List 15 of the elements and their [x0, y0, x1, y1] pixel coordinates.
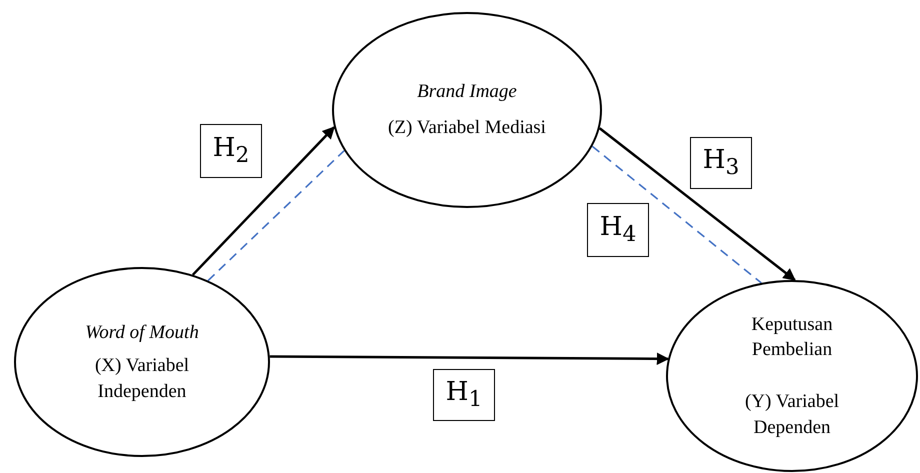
variable-name: Word of Mouth: [85, 320, 199, 345]
hypothesis-box: H$_{3}$: [690, 137, 752, 189]
variable-role: (X) Variabel Independen: [94, 354, 190, 404]
variable-role: (Y) Variabel Dependen: [744, 390, 840, 440]
variable-name: Keputusan Pembelian: [750, 312, 834, 362]
hypothesis-box: H$_{4}$: [587, 203, 649, 257]
arrow: [192, 126, 335, 276]
variable-role: (Z) Variabel Mediasi: [388, 116, 546, 140]
variable-name: Brand Image: [417, 80, 517, 104]
dashed-line: [592, 146, 762, 284]
arrow: [598, 127, 796, 282]
hypothesis-box: H$_{2}$: [200, 124, 262, 178]
dashed-line: [207, 150, 345, 282]
hypothesis-box: H$_{1}$: [433, 369, 495, 421]
arrow: [270, 352, 670, 366]
